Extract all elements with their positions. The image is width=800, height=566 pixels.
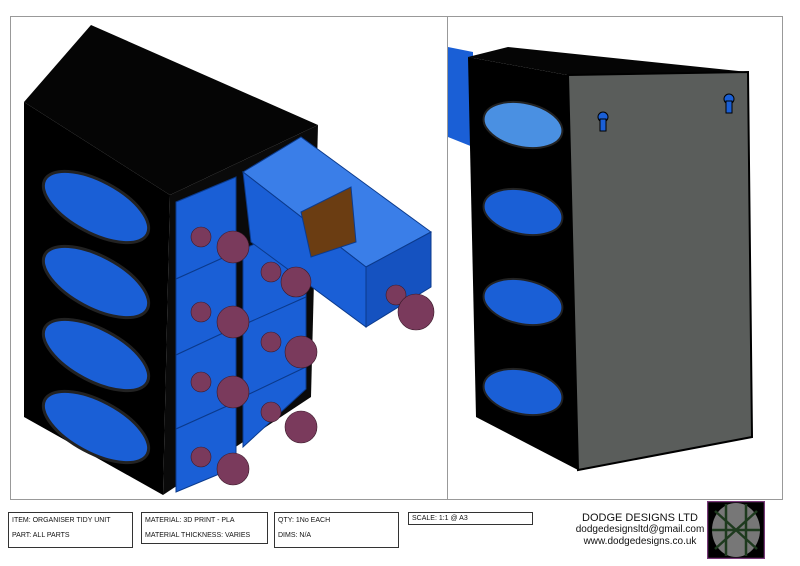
rear-unit-left-face bbox=[468, 57, 578, 470]
rear-isometric-view bbox=[448, 47, 754, 472]
item-box: ITEM: ORGANISER TIDY UNIT PART: ALL PART… bbox=[8, 512, 133, 548]
keyhole-hanger-icon bbox=[597, 93, 735, 132]
material-label: MATERIAL: 3D PRINT - PLA bbox=[145, 517, 235, 524]
part-label: PART: ALL PARTS bbox=[12, 532, 70, 539]
pulled-drawer-edge bbox=[448, 47, 473, 147]
company-name: DODGE DESIGNS LTD bbox=[582, 512, 698, 524]
side-oval-cutouts bbox=[41, 169, 151, 465]
view-divider bbox=[447, 16, 448, 500]
material-box: MATERIAL: 3D PRINT - PLA MATERIAL THICKN… bbox=[141, 512, 268, 544]
back-panel bbox=[566, 70, 754, 472]
pulled-drawer bbox=[242, 136, 432, 328]
qty-label: QTY: 1No EACH bbox=[278, 517, 331, 524]
qty-box: QTY: 1No EACH DIMS: N/A bbox=[274, 512, 399, 548]
scale-box: SCALE: 1:1 @ A3 bbox=[408, 512, 533, 525]
company-logo-icon bbox=[707, 501, 765, 559]
dims-label: DIMS: N/A bbox=[278, 532, 312, 539]
rear-unit-top bbox=[468, 47, 748, 77]
scale-label: SCALE: 1:1 @ A3 bbox=[412, 515, 468, 522]
company-email: dodgedesignsltd@gmail.com bbox=[575, 524, 705, 535]
company-website: www.dodgedesigns.co.uk bbox=[583, 536, 697, 547]
unit-top-face bbox=[24, 25, 318, 195]
drawer-knobs bbox=[190, 226, 435, 486]
item-label: ITEM: ORGANISER TIDY UNIT bbox=[12, 517, 111, 524]
front-isometric-view bbox=[24, 25, 435, 495]
company-info: DODGE DESIGNS LTD dodgedesignsltd@gmail.… bbox=[575, 512, 705, 548]
material-thickness-label: MATERIAL THICKNESS: VARIES bbox=[145, 532, 251, 539]
drawing-frame bbox=[10, 16, 783, 500]
side-oval-cutouts bbox=[482, 100, 564, 417]
